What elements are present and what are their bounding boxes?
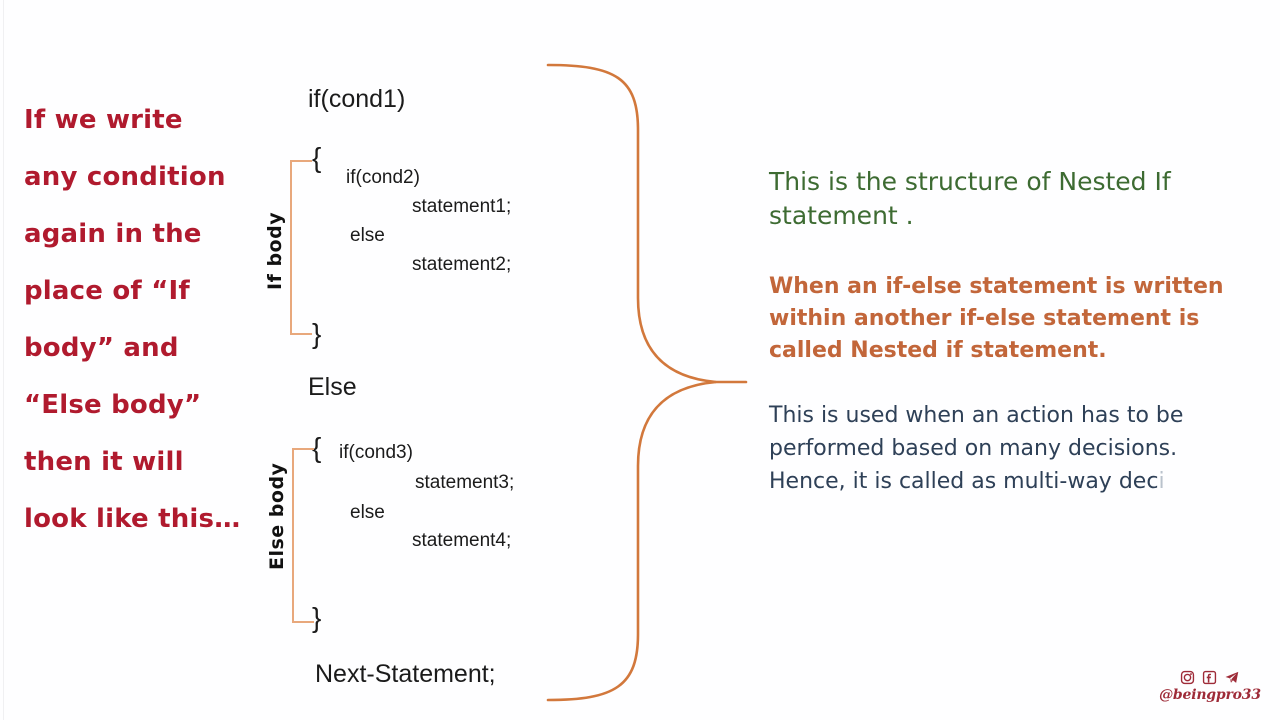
code-line-if-cond2: if(cond2) <box>346 167 420 188</box>
panel-paragraph-blue-partial: dec <box>1118 469 1159 494</box>
code-line-statement1: statement1; <box>412 196 512 217</box>
else-body-bracket <box>292 448 314 623</box>
code-open-brace-if: { <box>312 142 322 173</box>
if-body-bracket <box>290 160 312 335</box>
telegram-icon <box>1225 671 1239 683</box>
narration-line-6: “Else body” <box>24 390 202 420</box>
left-edge-rule <box>3 0 4 720</box>
code-line-if-cond3: if(cond3) <box>339 442 413 463</box>
panel-paragraph-blue-visible: This is used when an action has to be pe… <box>769 403 1184 494</box>
grouping-curly-brace <box>546 63 748 702</box>
narration-line-4: place of “If <box>24 276 190 306</box>
panel-paragraph-orange: When an if-else statement is written wit… <box>769 274 1224 363</box>
watermark-handle: @beingpro33 <box>1159 687 1261 703</box>
code-open-brace-else: { <box>312 432 322 463</box>
code-line-else-inner-1: else <box>350 225 385 246</box>
code-line-statement2: statement2; <box>412 254 512 275</box>
code-line-else: Else <box>308 373 357 401</box>
panel-paragraph-blue: This is used when an action has to be pe… <box>769 399 1249 498</box>
code-block: if(cond1) { if(cond2) statement1; else s… <box>250 60 550 700</box>
narration-line-8: look like this… <box>24 504 241 534</box>
narration-line-5: body” and <box>24 333 179 363</box>
narration-line-2: any condition <box>24 162 226 192</box>
explanation-panel: This is the structure of Nested If state… <box>769 165 1249 498</box>
facebook-icon <box>1202 670 1217 684</box>
code-line-statement3: statement3; <box>415 472 515 493</box>
code-line-else-inner-2: else <box>350 502 385 523</box>
else-body-label: Else body <box>266 462 288 570</box>
narration-line-7: then it will <box>24 447 184 477</box>
code-line-statement4: statement4; <box>412 530 512 551</box>
narration-line-1: If we write <box>24 105 183 135</box>
instagram-icon <box>1180 670 1195 684</box>
channel-watermark: @beingpro33 <box>1150 668 1270 703</box>
panel-paragraph-blue-fading: i <box>1158 469 1165 494</box>
code-line-if-cond1: if(cond1) <box>308 85 406 113</box>
code-close-brace-if: } <box>312 318 322 349</box>
code-line-next-statement: Next-Statement; <box>315 660 496 688</box>
code-close-brace-else: } <box>312 602 322 633</box>
if-body-label: If body <box>264 211 286 290</box>
watermark-icon-row <box>1150 668 1270 686</box>
left-narration-text: If we write any condition again in the p… <box>24 92 254 548</box>
panel-heading: This is the structure of Nested If state… <box>769 167 1171 230</box>
narration-line-3: again in the <box>24 219 202 249</box>
